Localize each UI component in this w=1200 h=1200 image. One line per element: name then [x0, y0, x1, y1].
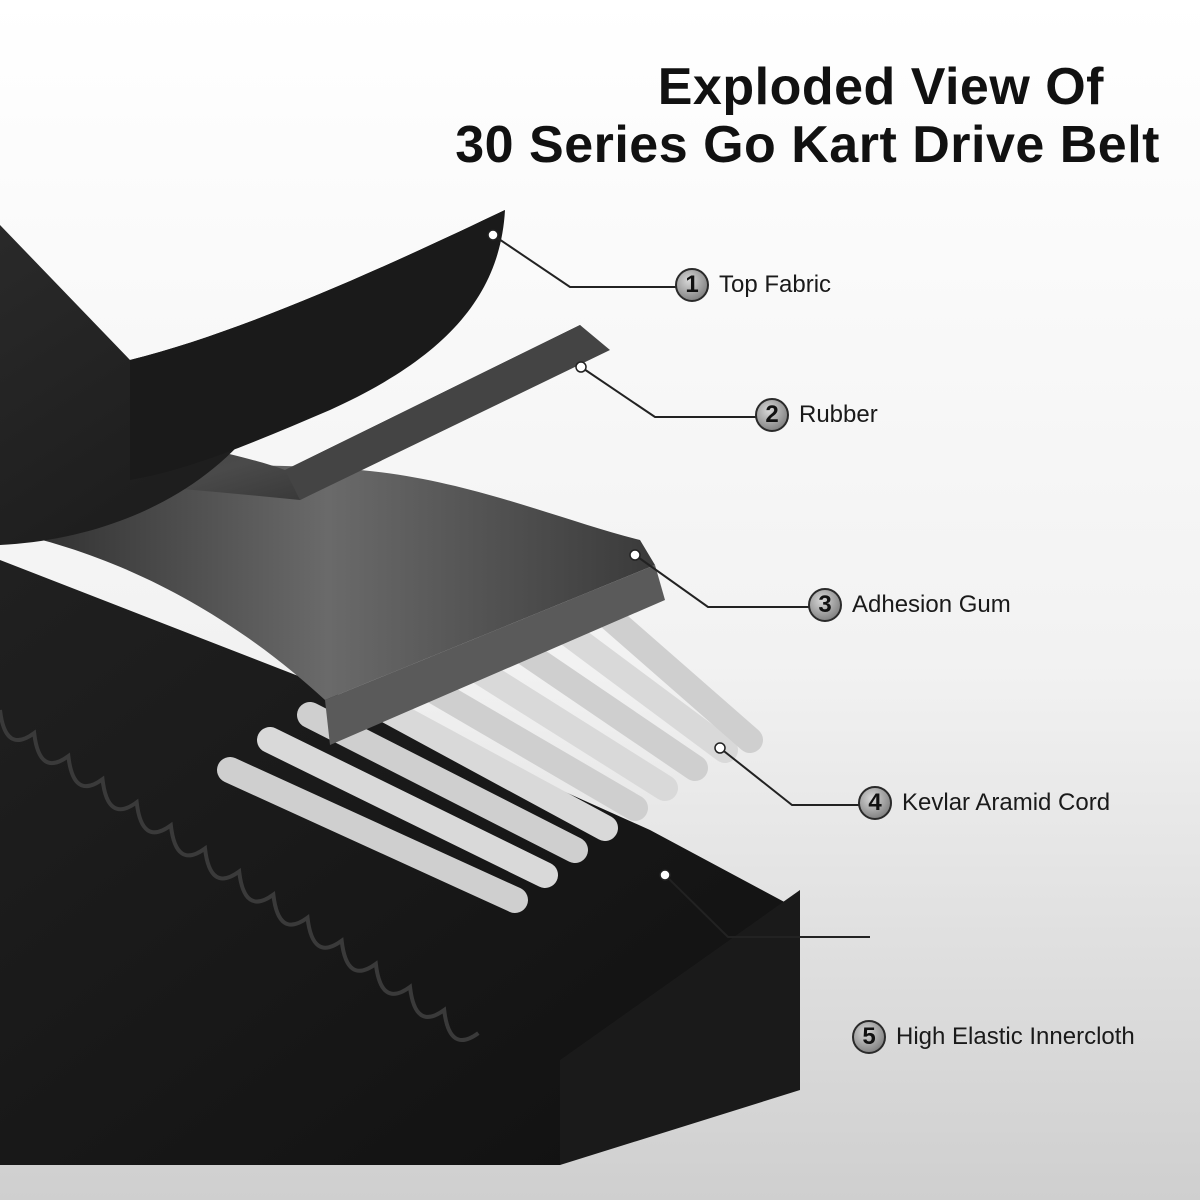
leader-lines: [492, 234, 875, 938]
adhesion-gum-layer: [0, 460, 665, 745]
callout-label: Top Fabric: [719, 271, 832, 298]
callout-number-badge: 1: [675, 268, 709, 302]
diagram-title: Exploded View Of 30 Series Go Kart Drive…: [260, 58, 1160, 174]
callout-kevlar-aramid-cord: 4 Kevlar Aramid Cord: [858, 786, 1110, 820]
title-line-2: 30 Series Go Kart Drive Belt: [455, 116, 1160, 174]
top-fabric-layer: [0, 210, 505, 545]
belt-body-innercloth: [0, 560, 800, 1165]
callout-number-badge: 4: [858, 786, 892, 820]
callout-label: Rubber: [799, 401, 878, 428]
callout-label: Adhesion Gum: [852, 591, 1011, 618]
callout-high-elastic-innercloth: 5 High Elastic Innercloth: [852, 1020, 1135, 1054]
callout-label: High Elastic Innercloth: [896, 1023, 1135, 1050]
callout-number-badge: 3: [808, 588, 842, 622]
leader-dots: [487, 229, 726, 881]
callout-number-badge: 5: [852, 1020, 886, 1054]
callout-adhesion-gum: 3 Adhesion Gum: [808, 588, 1011, 622]
callout-top-fabric: 1 Top Fabric: [675, 268, 831, 302]
title-line-1: Exploded View Of: [657, 58, 1104, 116]
callout-rubber: 2 Rubber: [755, 398, 878, 432]
callout-label: Kevlar Aramid Cord: [902, 789, 1111, 816]
callout-number-badge: 2: [755, 398, 789, 432]
